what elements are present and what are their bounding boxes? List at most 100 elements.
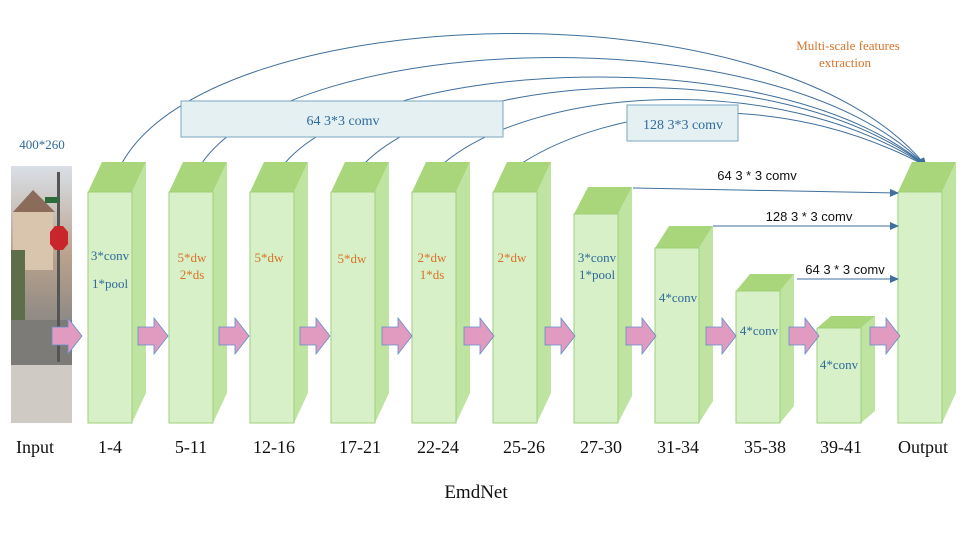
- block-top: [655, 226, 713, 248]
- block-17-21: 5*dw 17-21: [330, 162, 389, 457]
- block-op-label: 5*dw: [338, 251, 368, 266]
- block-op-label: 4*conv: [659, 290, 698, 305]
- multiscale-note-line1: Multi-scale features: [796, 38, 900, 53]
- flow-arrow-icon: [137, 316, 169, 356]
- block-label: 1-4: [98, 437, 122, 457]
- flow-arrow-icon: [218, 316, 250, 356]
- block-front: [735, 290, 781, 424]
- block-side: [780, 274, 794, 423]
- input-tree: [11, 250, 25, 330]
- block-top: [169, 162, 227, 192]
- block-label: 22-24: [417, 437, 459, 457]
- flow-arrow-icon: [625, 316, 657, 356]
- flow-arrow-icon: [869, 316, 901, 356]
- skip-box-64-rect: [180, 100, 504, 138]
- skip-box-64: 64 3*3 comv: [180, 100, 504, 138]
- block-op-label: 2*dw: [498, 250, 528, 265]
- flow-arrows: [51, 316, 901, 356]
- lateral-arrow-line: [632, 187, 899, 197]
- block-39-41: 4*conv 39-41: [816, 316, 875, 457]
- block-op-label: 4*conv: [820, 357, 859, 372]
- input-roof: [13, 190, 55, 212]
- block-top: [88, 162, 146, 192]
- input-size-label: 400*260: [19, 137, 65, 152]
- block-front: [330, 191, 376, 424]
- block-label: 31-34: [657, 437, 699, 457]
- skip-box-128-rect: [626, 104, 739, 142]
- block-label: 12-16: [253, 437, 295, 457]
- block-op-label: 5*dw: [178, 250, 208, 265]
- block-front: [654, 247, 700, 424]
- block-op-label: 2*dw: [418, 250, 448, 265]
- block-top: [898, 162, 956, 192]
- block-label: 25-26: [503, 437, 545, 457]
- flow-arrow-icon: [381, 316, 413, 356]
- block-side: [456, 162, 470, 423]
- flow-arrow-icon: [463, 316, 495, 356]
- input-pole: [57, 172, 60, 362]
- lateral-arrow-label: 64 3 * 3 comv: [805, 262, 885, 277]
- block-31-34: 4*conv 31-34: [654, 226, 713, 457]
- lateral-arrow-label: 128 3 * 3 comv: [766, 209, 853, 224]
- block-op-label: 2*ds: [180, 267, 205, 282]
- flow-arrow-icon: [705, 316, 737, 356]
- lateral-arrow-label: 64 3 * 3 comv: [717, 168, 797, 183]
- input-image: [11, 166, 72, 423]
- skip-connection-curves: [121, 33, 927, 167]
- block-top: [574, 187, 632, 214]
- block-5-11: 5*dw 2*ds 5-11: [168, 162, 227, 457]
- block-label: 35-38: [744, 437, 786, 457]
- block-side: [375, 162, 389, 423]
- block-label: 17-21: [339, 437, 381, 457]
- block-label: Output: [898, 437, 948, 457]
- skip-box-128: 128 3*3 comv: [626, 104, 739, 142]
- skip-box-128-text: 128 3*3 comv: [643, 118, 723, 133]
- block-22-24: 2*dw 1*ds 22-24: [411, 162, 470, 457]
- block-side: [537, 162, 551, 423]
- block-12-16: 5*dw 12-16: [249, 162, 308, 457]
- block-label: 39-41: [820, 437, 862, 457]
- block-front: [168, 191, 214, 424]
- block-front: [492, 191, 538, 424]
- diagram-title: EmdNet: [444, 482, 508, 503]
- block-35-38: 4*conv 35-38: [735, 274, 794, 457]
- flow-arrow-icon: [788, 316, 820, 356]
- input-sidewalk: [11, 365, 72, 423]
- block-top: [412, 162, 470, 192]
- block-top: [250, 162, 308, 192]
- block-op-label: 3*conv: [91, 248, 130, 263]
- block-front: [87, 191, 133, 424]
- block-label: 5-11: [175, 437, 207, 457]
- block-op-label: 4*conv: [740, 323, 779, 338]
- network-blocks: 3*conv1*pool1-45*dw2*ds5-115*dw12-165*dw…: [87, 162, 956, 457]
- block-side: [213, 162, 227, 423]
- multiscale-note-line2: extraction: [819, 55, 871, 70]
- block-27-30: 3*conv 1*pool 27-30: [573, 187, 632, 457]
- street-sign-icon: [45, 197, 59, 203]
- block-front: [816, 327, 862, 424]
- block-output: Output: [897, 162, 956, 457]
- block-top: [331, 162, 389, 192]
- lateral-arrows: 64 3 * 3 comv 128 3 * 3 comv 64 3 * 3 comv: [632, 168, 899, 283]
- block-side: [942, 162, 956, 423]
- block-front: [573, 213, 619, 424]
- block-op-label: 5*dw: [255, 250, 285, 265]
- block-label: 27-30: [580, 437, 622, 457]
- block-side: [132, 162, 146, 423]
- block-top: [817, 316, 875, 328]
- skip-box-64-text: 64 3*3 comv: [306, 114, 379, 129]
- stop-sign-icon: [50, 226, 68, 250]
- block-op-label: 3*conv: [578, 250, 617, 265]
- block-op-label: 1*ds: [420, 267, 445, 282]
- flow-arrow-icon: [299, 316, 331, 356]
- block-op-label: 1*pool: [579, 267, 616, 282]
- block-front: [411, 191, 457, 424]
- flow-arrow-icon: [51, 316, 83, 356]
- block-25-26: 2*dw 25-26: [492, 162, 551, 457]
- block-op-label: 1*pool: [92, 276, 129, 291]
- block-front: [249, 191, 295, 424]
- block-top: [736, 274, 794, 291]
- block-front: [897, 191, 943, 424]
- flow-arrow-icon: [544, 316, 576, 356]
